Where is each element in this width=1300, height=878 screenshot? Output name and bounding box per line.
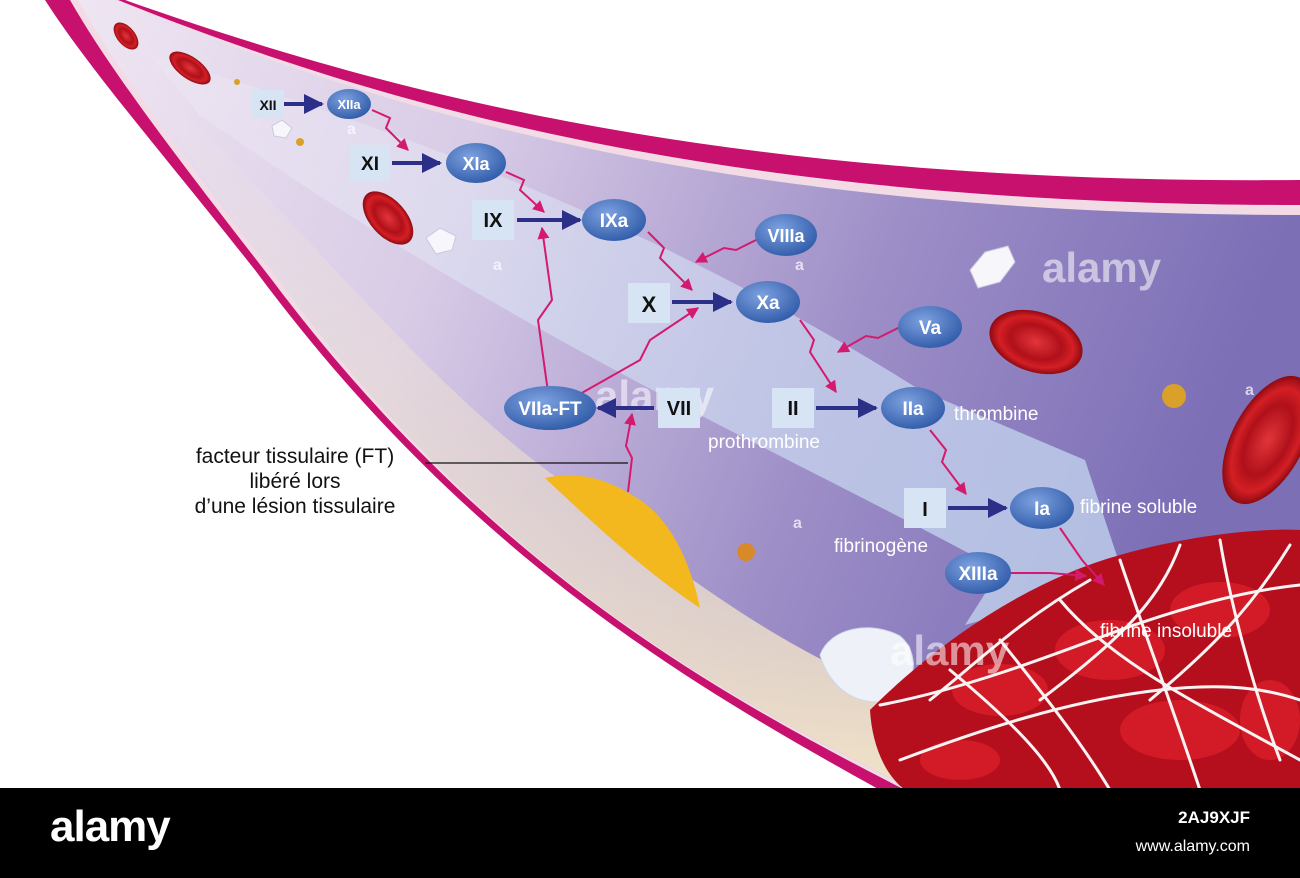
prothrombine-label: prothrombine <box>708 432 820 453</box>
fibrine-soluble-label: fibrine soluble <box>1080 497 1197 518</box>
watermark-glyph: a <box>793 515 802 532</box>
factor-XIIIa-label: XIIIa <box>958 564 998 585</box>
tissue-factor-annotation: facteur tissulaire (FT) libéré lors d’un… <box>130 444 460 519</box>
factor-XIa-label: XIa <box>462 154 490 174</box>
watermark-logo: alamy <box>890 627 1010 674</box>
watermark-glyph: a <box>1245 382 1254 399</box>
stock-footer-bar: alamy 2AJ9XJF www.alamy.com <box>0 788 1300 878</box>
particle <box>296 138 304 146</box>
footer-logo: alamy <box>50 802 170 852</box>
fibrinogene-label: fibrinogène <box>834 536 928 557</box>
footer-url: www.alamy.com <box>1136 838 1250 856</box>
factor-X-label: X <box>642 292 657 317</box>
factor-Ia-label: Ia <box>1034 499 1050 520</box>
factor-IX-label: IX <box>484 210 504 232</box>
factor-XIIa-label: XIIa <box>337 97 361 112</box>
factor-XI-label: XI <box>361 154 379 175</box>
factor-IXa-label: IXa <box>600 211 629 232</box>
watermark-glyph: a <box>347 121 356 138</box>
factor-XII-label: XII <box>259 97 276 113</box>
watermark-logo: alamy <box>1042 244 1162 291</box>
factor-VIIa-FT-label: VIIa-FT <box>518 399 582 420</box>
factor-Xa-label: Xa <box>756 293 780 314</box>
fibrine-insoluble-label: fibrine insoluble <box>1100 621 1232 642</box>
thrombine-label: thrombine <box>954 404 1039 425</box>
watermark-glyph: a <box>493 257 502 274</box>
particle <box>737 543 755 561</box>
factor-Va-label: Va <box>919 318 942 339</box>
image-id: 2AJ9XJF <box>1178 808 1250 828</box>
annotation-line-2: libéré lors <box>130 469 460 494</box>
particle <box>234 79 240 85</box>
watermark-glyph: a <box>630 642 639 659</box>
watermark-glyph: a <box>795 257 804 274</box>
factor-IIa-label: IIa <box>902 399 924 420</box>
annotation-line-1: facteur tissulaire (FT) <box>130 444 460 469</box>
factor-I-label: I <box>922 499 928 521</box>
factor-VII-label: VII <box>667 398 691 420</box>
factor-VIIIa-label: VIIIa <box>767 226 805 246</box>
factor-II-label: II <box>787 398 798 420</box>
diagram-canvas: a a a a a a alamy alamy alamy XII <box>0 0 1300 788</box>
particle <box>1162 384 1186 408</box>
annotation-line-3: d’une lésion tissulaire <box>130 494 460 519</box>
